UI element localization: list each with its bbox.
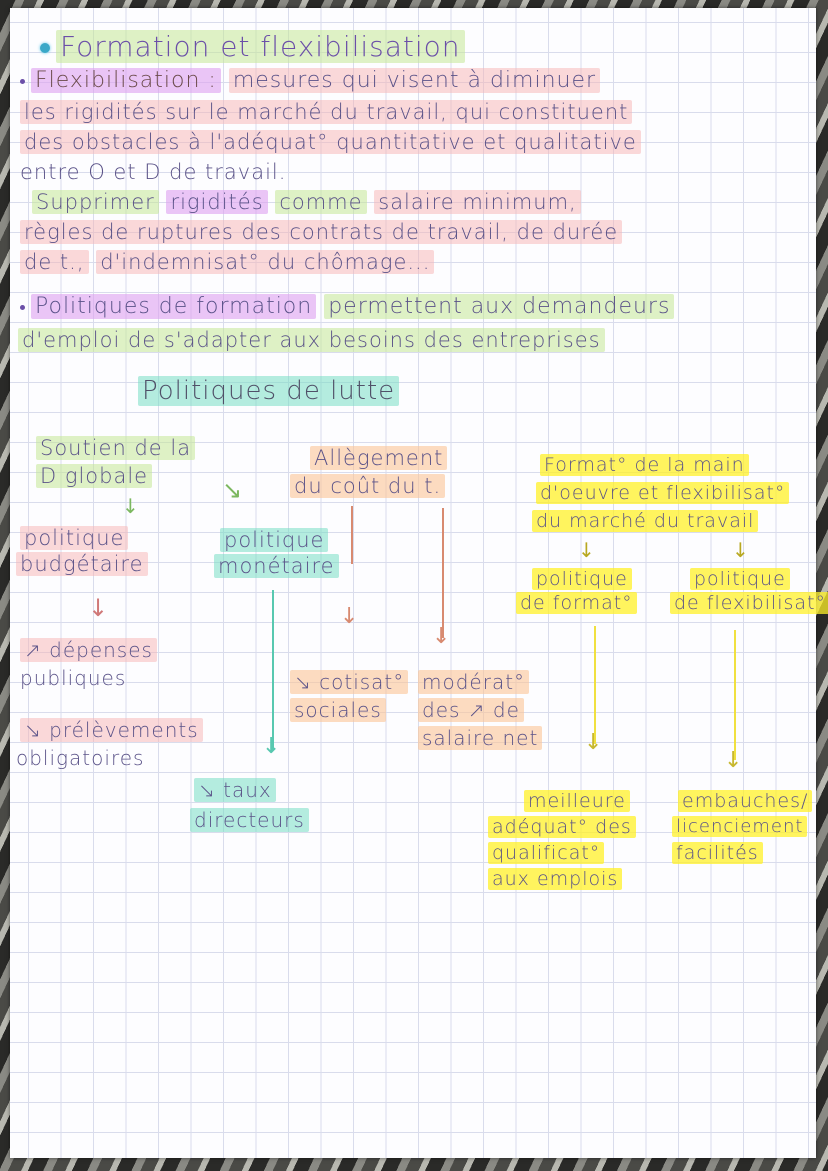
- formation-line-1: Politiques de formation permettent aux d…: [20, 294, 675, 319]
- outcome-embauches-3: facilités: [672, 842, 763, 864]
- outcome-cotisations: ↘ cotisat°: [290, 670, 409, 694]
- politique-flexibilisation-2: de flexibilisat°: [670, 592, 828, 614]
- politique-formation-2: de format°: [516, 592, 637, 614]
- arrow-down-icon: ↓: [340, 604, 359, 629]
- bullet-icon: [20, 304, 25, 310]
- arrow-diagonal-icon: ↘: [222, 476, 243, 504]
- arrow-down-right-icon: ↘: [24, 718, 42, 742]
- arrow-down-icon: ↓: [732, 538, 749, 562]
- flexibilisation-line-1: Flexibilisation : mesures qui visent à d…: [20, 68, 601, 93]
- politique-budgetaire-1: politique: [20, 526, 129, 550]
- politique-monetaire-2: monétaire: [214, 554, 339, 578]
- bullet-icon: [20, 78, 25, 84]
- flexibilisation-term: Flexibilisation :: [31, 68, 221, 93]
- arrow-down-icon: ↓: [432, 624, 451, 649]
- outcome-meilleure-4: aux emplois: [488, 868, 623, 890]
- branch-cout-label-1: Allègement: [310, 446, 448, 470]
- arrow-up-icon: ↗: [24, 638, 42, 662]
- politique-formation-1: politique: [532, 568, 632, 590]
- definition-line: entre O et D de travail.: [20, 160, 287, 184]
- arrow-down-right-icon: ↘: [294, 670, 312, 694]
- outcome-meilleure-1: meilleure: [524, 790, 630, 812]
- page-title: Formation et flexibilisation: [40, 30, 465, 63]
- politique-monetaire-1: politique: [220, 528, 329, 552]
- outcome-depenses-2: publiques: [20, 666, 127, 690]
- outcome-moderation-2: des ↗ de: [418, 698, 524, 722]
- connector-line: [594, 626, 596, 744]
- branch-formation-label-2: d'oeuvre et flexibilisat°: [536, 482, 790, 504]
- outcome-cotisations-2: sociales: [290, 698, 386, 722]
- formation-line-2: d'emploi de s'adapter aux besoins des en…: [18, 328, 605, 352]
- arrow-down-icon: ↓: [262, 734, 281, 759]
- branch-formation-label-3: du marché du travail: [532, 510, 759, 532]
- examples-line-3: de t., d'indemnisat° du chômage...: [20, 250, 435, 274]
- outcome-meilleure-3: qualificat°: [488, 842, 605, 864]
- branch-demande-label-2: D globale: [36, 464, 153, 488]
- branch-cout-label-2: du coût du t.: [290, 474, 446, 498]
- outcome-moderation-3: salaire net: [418, 726, 543, 750]
- arrow-down-icon: ↓: [584, 730, 603, 755]
- politique-budgetaire-2: budgétaire: [16, 552, 148, 576]
- branch-demande-label-1: Soutien de la: [36, 436, 196, 460]
- outcome-embauches-1: embauches/: [678, 790, 813, 812]
- examples-line-2: règles de ruptures des contrats de trava…: [20, 220, 623, 244]
- outcome-embauches-2: licenciement: [672, 816, 808, 837]
- outcome-depenses: ↗ dépenses: [20, 638, 157, 662]
- branch-formation-label-1: Format° de la main: [540, 454, 749, 476]
- outcome-moderation-1: modérat°: [418, 670, 530, 694]
- outcome-taux: ↘ taux: [194, 778, 276, 802]
- formation-term: Politiques de formation: [31, 294, 317, 319]
- outcome-taux-2: directeurs: [190, 808, 309, 832]
- connector-line: [351, 506, 353, 564]
- connector-line: [734, 630, 736, 760]
- arrow-down-icon: ↓: [88, 594, 109, 622]
- outcome-meilleure-2: adéquat° des: [488, 816, 636, 838]
- definition-line: des obstacles à l'adéquat° quantitative …: [20, 130, 641, 154]
- politique-flexibilisation-1: politique: [690, 568, 790, 590]
- outcome-prelevements: ↘ prélèvements: [20, 718, 203, 742]
- connector-line: [442, 508, 444, 638]
- arrow-down-icon: ↓: [122, 494, 139, 518]
- connector-line: [272, 590, 274, 750]
- bullet-icon: [40, 43, 50, 53]
- definition-line: les rigidités sur le marché du travail, …: [20, 100, 633, 124]
- grid-paper-page: Formation et flexibilisation Flexibilisa…: [10, 8, 828, 1158]
- arrow-down-icon: ↓: [724, 748, 743, 773]
- outcome-prelevements-2: obligatoires: [16, 746, 145, 770]
- diagram-title: Politiques de lutte: [138, 376, 400, 406]
- examples-line-1: Supprimer rigidités comme salaire minimu…: [32, 190, 581, 214]
- arrow-down-right-icon: ↘: [198, 778, 216, 802]
- arrow-down-icon: ↓: [578, 538, 595, 562]
